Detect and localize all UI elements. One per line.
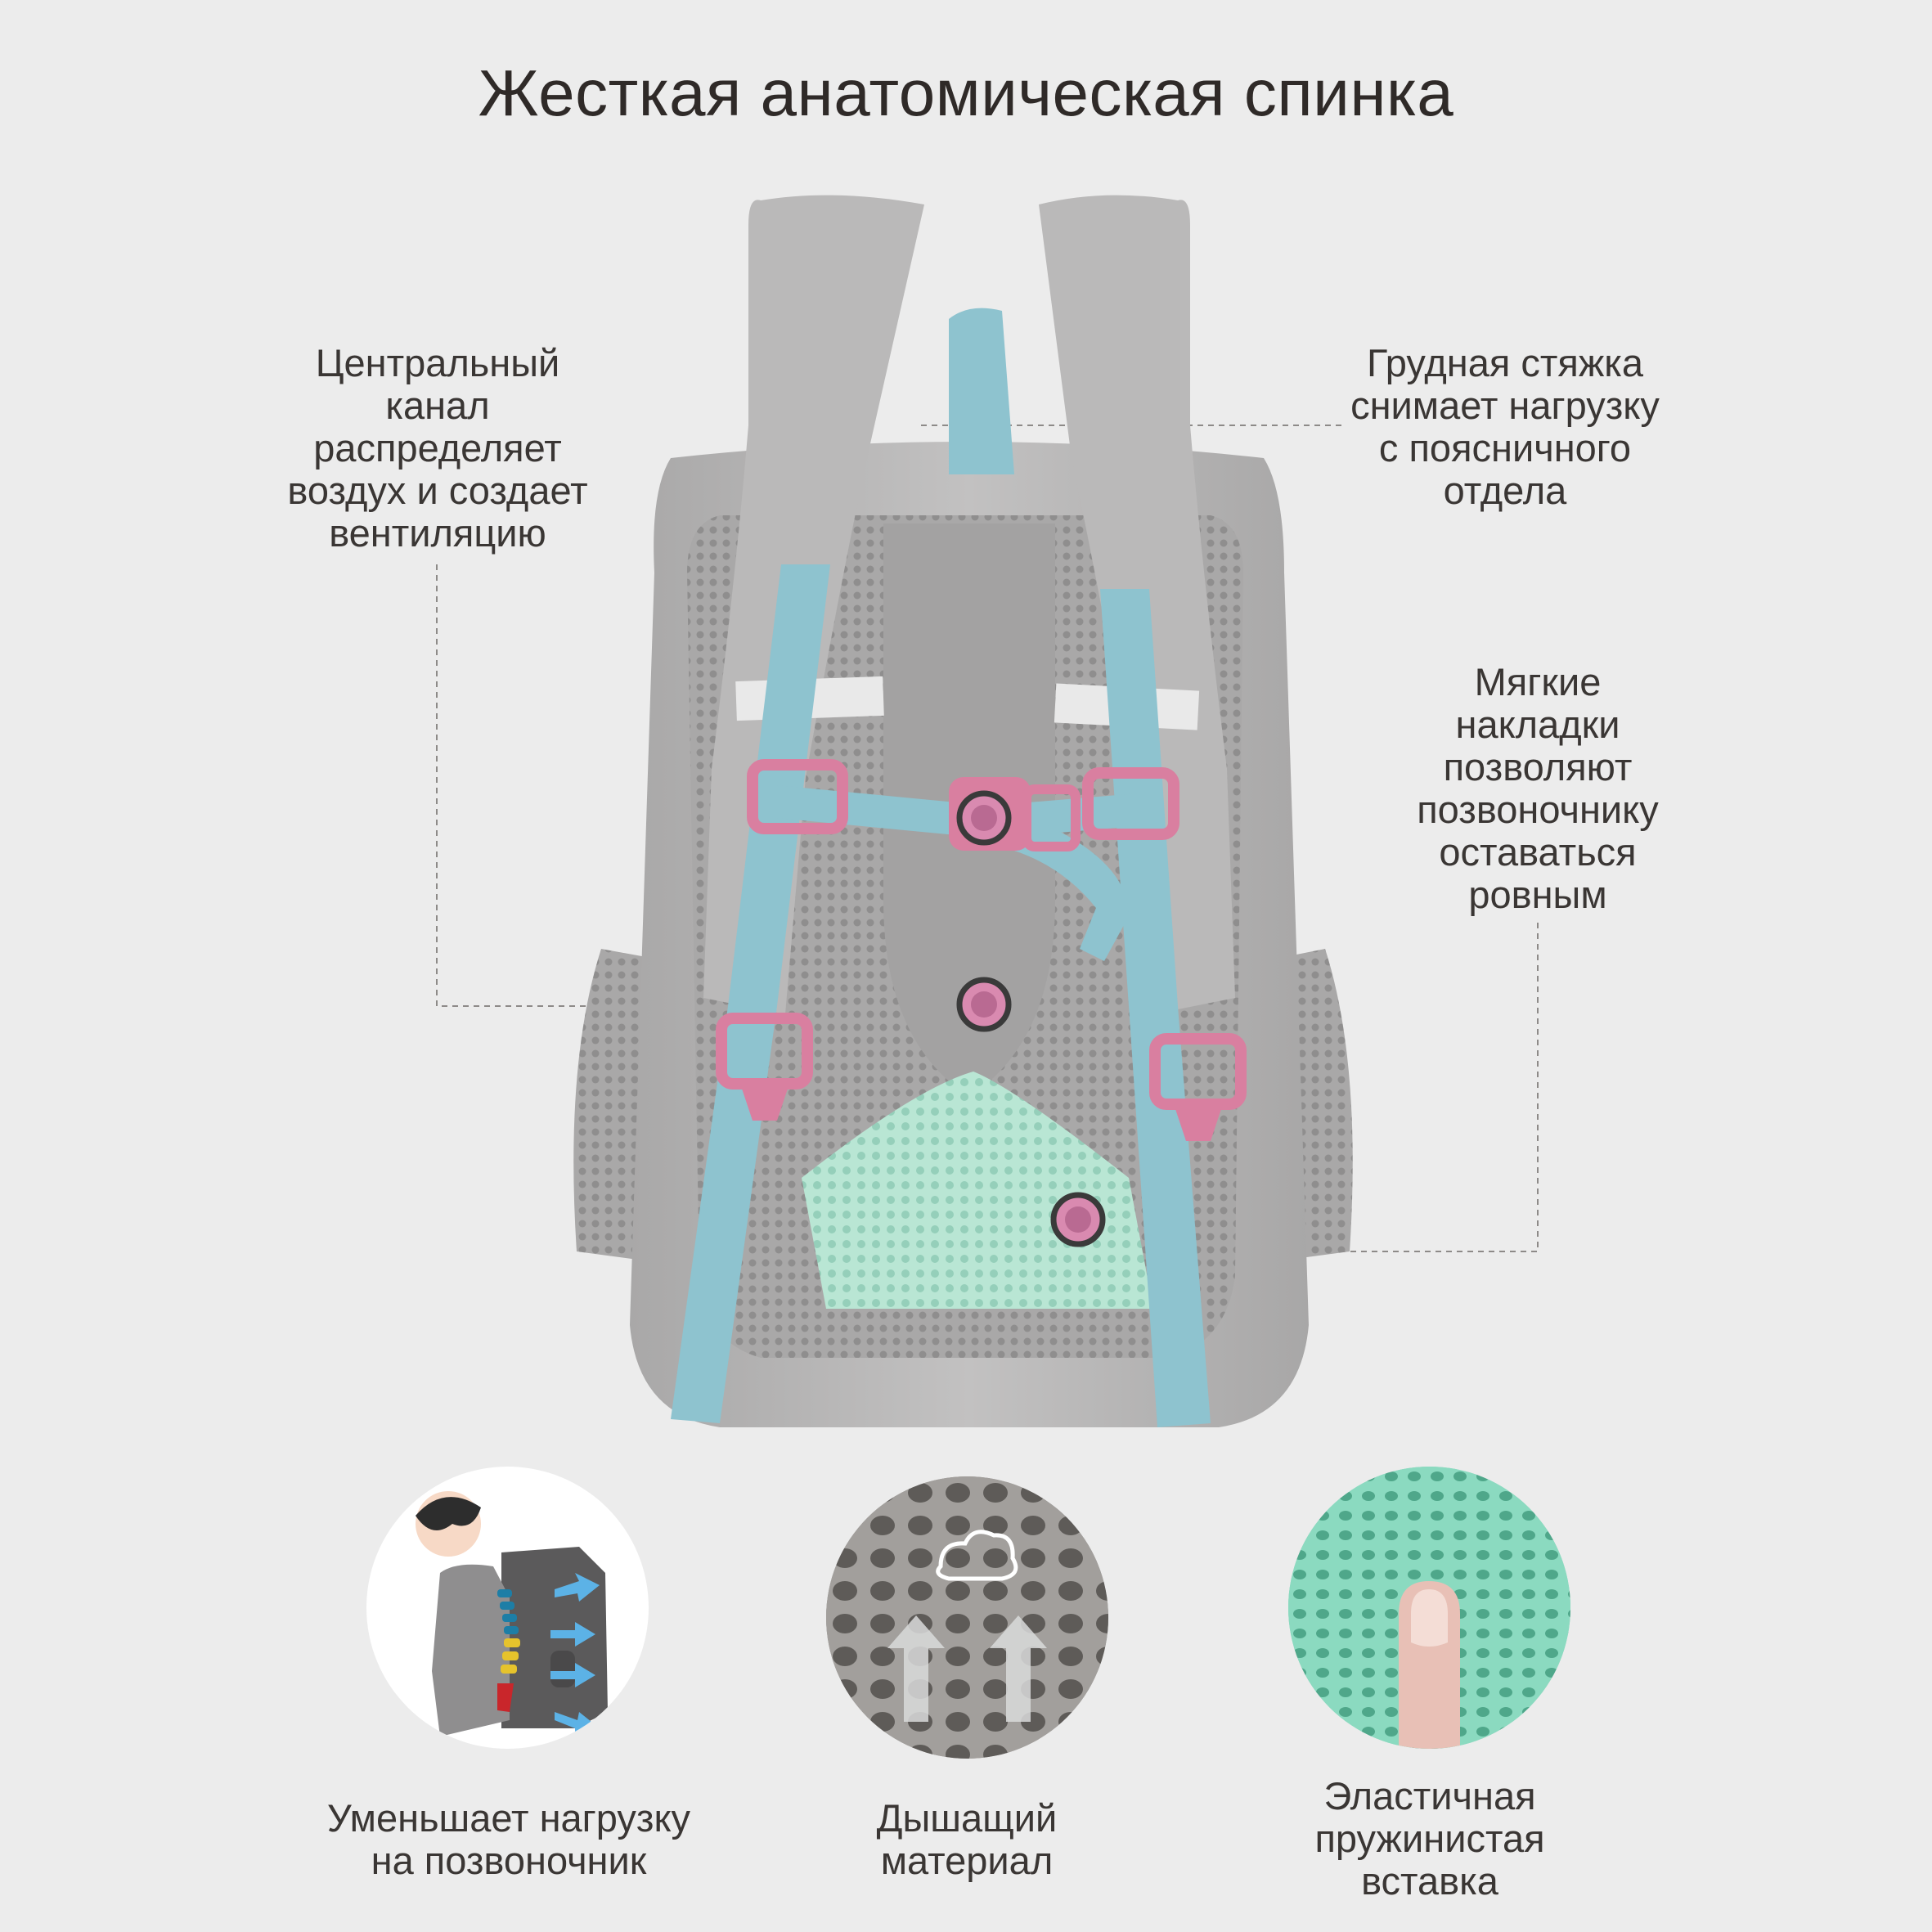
buckle-left-top [747, 759, 848, 834]
buckle-right-top [1082, 767, 1179, 840]
top-handle [949, 308, 1014, 474]
strap-left [671, 564, 830, 1423]
feature-label-spine: Уменьшает нагрузку на позвоночник [326, 1796, 691, 1882]
chest-buckle-clip [1022, 784, 1081, 851]
buckle-left-tip [740, 1084, 789, 1121]
callout-central-channel: Центральный канал распределяет воздух и … [287, 341, 588, 555]
breathable-mesh-icon [826, 1476, 1108, 1759]
feature-label-elastic: Эластичная пружинистая вставка [1314, 1774, 1545, 1903]
elastic-insert [802, 1072, 1153, 1309]
spine-illustration-icon [366, 1467, 649, 1749]
feature-label-breathable: Дышащий материал [876, 1796, 1058, 1882]
buckle-right-tip [1174, 1104, 1223, 1141]
leader-soft-pads [1268, 923, 1539, 1252]
chest-strap-tail [1014, 818, 1129, 961]
page-title: Жесткая анатомическая спинка [478, 56, 1454, 129]
side-pocket-left [573, 949, 646, 1260]
elastic-insert-icon [1288, 1467, 1570, 1749]
marker-central-channel [956, 977, 1012, 1032]
marker-soft-pads [1050, 1192, 1106, 1247]
callout-soft-pads: Мягкие накладки позволяют позвоночнику о… [1417, 660, 1659, 916]
marker-chest-strap [956, 790, 1012, 846]
leader-central-channel [436, 564, 622, 1007]
callout-chest-strap: Грудная стяжка снимает нагрузку с поясни… [1350, 341, 1660, 512]
